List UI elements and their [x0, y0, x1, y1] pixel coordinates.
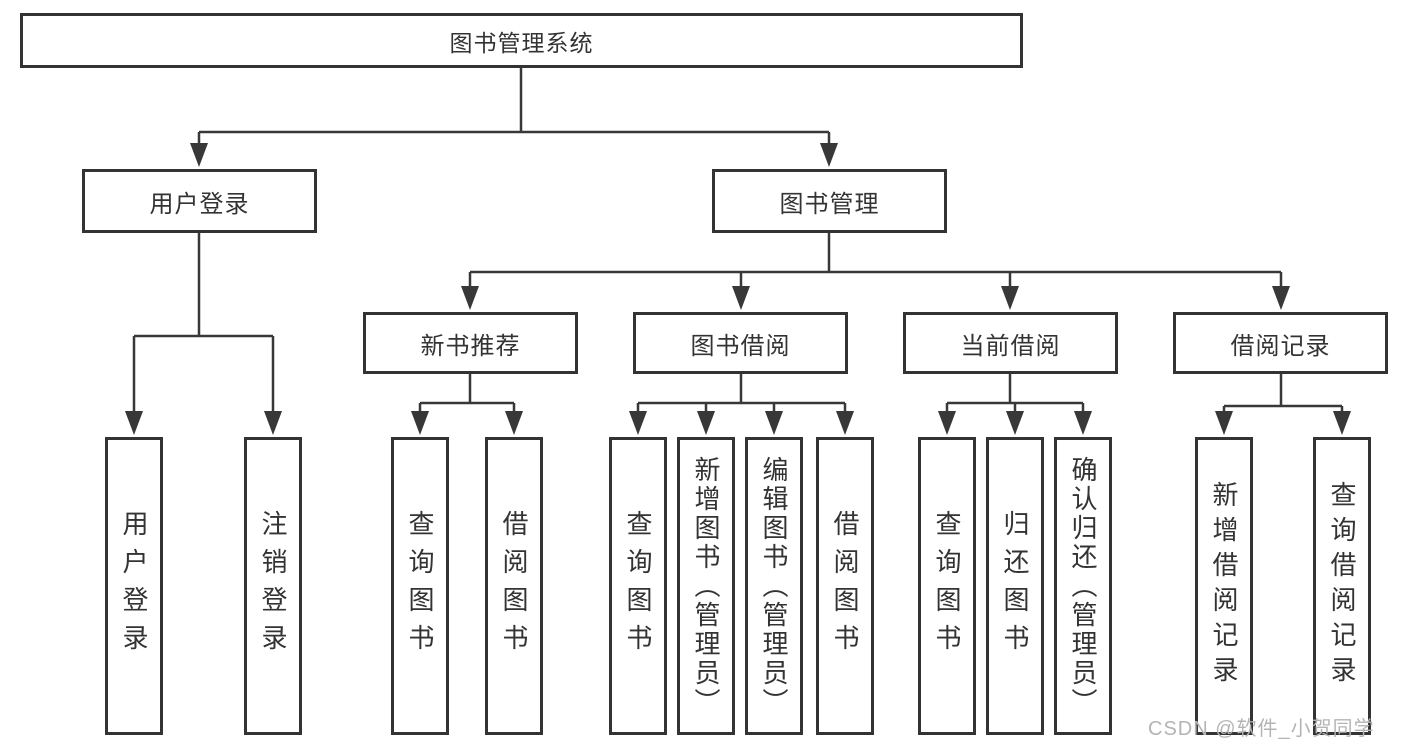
leaf-borrow-borrow-books-label: 借阅图书	[830, 510, 860, 662]
node-new-book-rec-label: 新书推荐	[420, 332, 521, 360]
leaf-logout: 注销登录	[244, 437, 302, 735]
connector-lines	[132, 68, 1344, 415]
leaf-user-login: 用户登录	[105, 437, 163, 735]
node-current-borrow-label: 当前借阅	[960, 332, 1061, 360]
node-root: 图书管理系统	[20, 13, 1023, 68]
arrowhead	[1333, 411, 1351, 435]
leaf-record-query-borrow-record-label: 查询借阅记录	[1327, 481, 1357, 691]
node-book-mgmt: 图书管理	[712, 169, 947, 233]
leaf-current-return-books: 归还图书	[986, 437, 1044, 735]
leaf-current-confirm-return-admin: 确认归还（管理员）	[1054, 437, 1112, 735]
node-root-label: 图书管理系统	[449, 29, 594, 56]
leaf-user-login-label: 用户登录	[119, 510, 149, 662]
arrowhead	[836, 411, 854, 435]
leaf-borrow-edit-books-admin: 编辑图书（管理员）	[745, 437, 803, 735]
arrowhead	[1215, 411, 1233, 435]
leaf-newrec-query-books: 查询图书	[391, 437, 449, 735]
arrowhead	[1001, 286, 1019, 310]
arrowhead	[125, 411, 143, 435]
node-book-mgmt-label: 图书管理	[779, 190, 880, 218]
node-user-login-label: 用户登录	[149, 190, 250, 218]
leaf-borrow-query-books-label: 查询图书	[623, 510, 653, 662]
arrowhead	[411, 411, 429, 435]
node-current-borrow: 当前借阅	[903, 312, 1118, 374]
node-borrow-record-label: 借阅记录	[1230, 332, 1331, 360]
node-borrow-record: 借阅记录	[1173, 312, 1388, 374]
arrowhead	[697, 411, 715, 435]
arrowhead	[732, 286, 750, 310]
arrowheads	[125, 143, 1351, 435]
arrowhead	[505, 411, 523, 435]
arrowhead	[629, 411, 647, 435]
leaf-record-add-borrow-record: 新增借阅记录	[1195, 437, 1253, 735]
leaf-record-query-borrow-record: 查询借阅记录	[1313, 437, 1371, 735]
arrowhead	[461, 286, 479, 310]
node-book-borrow: 图书借阅	[633, 312, 848, 374]
node-new-book-rec: 新书推荐	[363, 312, 578, 374]
arrowhead	[264, 411, 282, 435]
leaf-borrow-edit-books-admin-label: 编辑图书（管理员）	[759, 455, 789, 717]
arrowhead	[765, 411, 783, 435]
leaf-borrow-query-books: 查询图书	[609, 437, 667, 735]
leaf-current-query-books: 查询图书	[918, 437, 976, 735]
arrowhead	[938, 411, 956, 435]
leaf-record-add-borrow-record-label: 新增借阅记录	[1209, 481, 1239, 691]
arrowhead	[190, 143, 208, 167]
arrowhead	[1272, 286, 1290, 310]
csdn-watermark: CSDN @软件_小贺同学	[1148, 718, 1375, 740]
leaf-newrec-borrow-books-label: 借阅图书	[499, 510, 529, 662]
leaf-newrec-borrow-books: 借阅图书	[485, 437, 543, 735]
leaf-logout-label: 注销登录	[258, 510, 288, 662]
leaf-current-return-books-label: 归还图书	[1000, 510, 1030, 662]
leaf-current-query-books-label: 查询图书	[932, 510, 962, 662]
leaf-borrow-add-books-admin-label: 新增图书（管理员）	[691, 455, 721, 717]
arrowhead	[1074, 411, 1092, 435]
leaf-newrec-query-books-label: 查询图书	[405, 510, 435, 662]
leaf-borrow-borrow-books: 借阅图书	[816, 437, 874, 735]
node-book-borrow-label: 图书借阅	[690, 332, 791, 360]
arrowhead	[1006, 411, 1024, 435]
leaf-borrow-add-books-admin: 新增图书（管理员）	[677, 437, 735, 735]
leaf-current-confirm-return-admin-label: 确认归还（管理员）	[1068, 455, 1098, 717]
arrowhead	[820, 143, 838, 167]
node-user-login: 用户登录	[82, 169, 317, 233]
